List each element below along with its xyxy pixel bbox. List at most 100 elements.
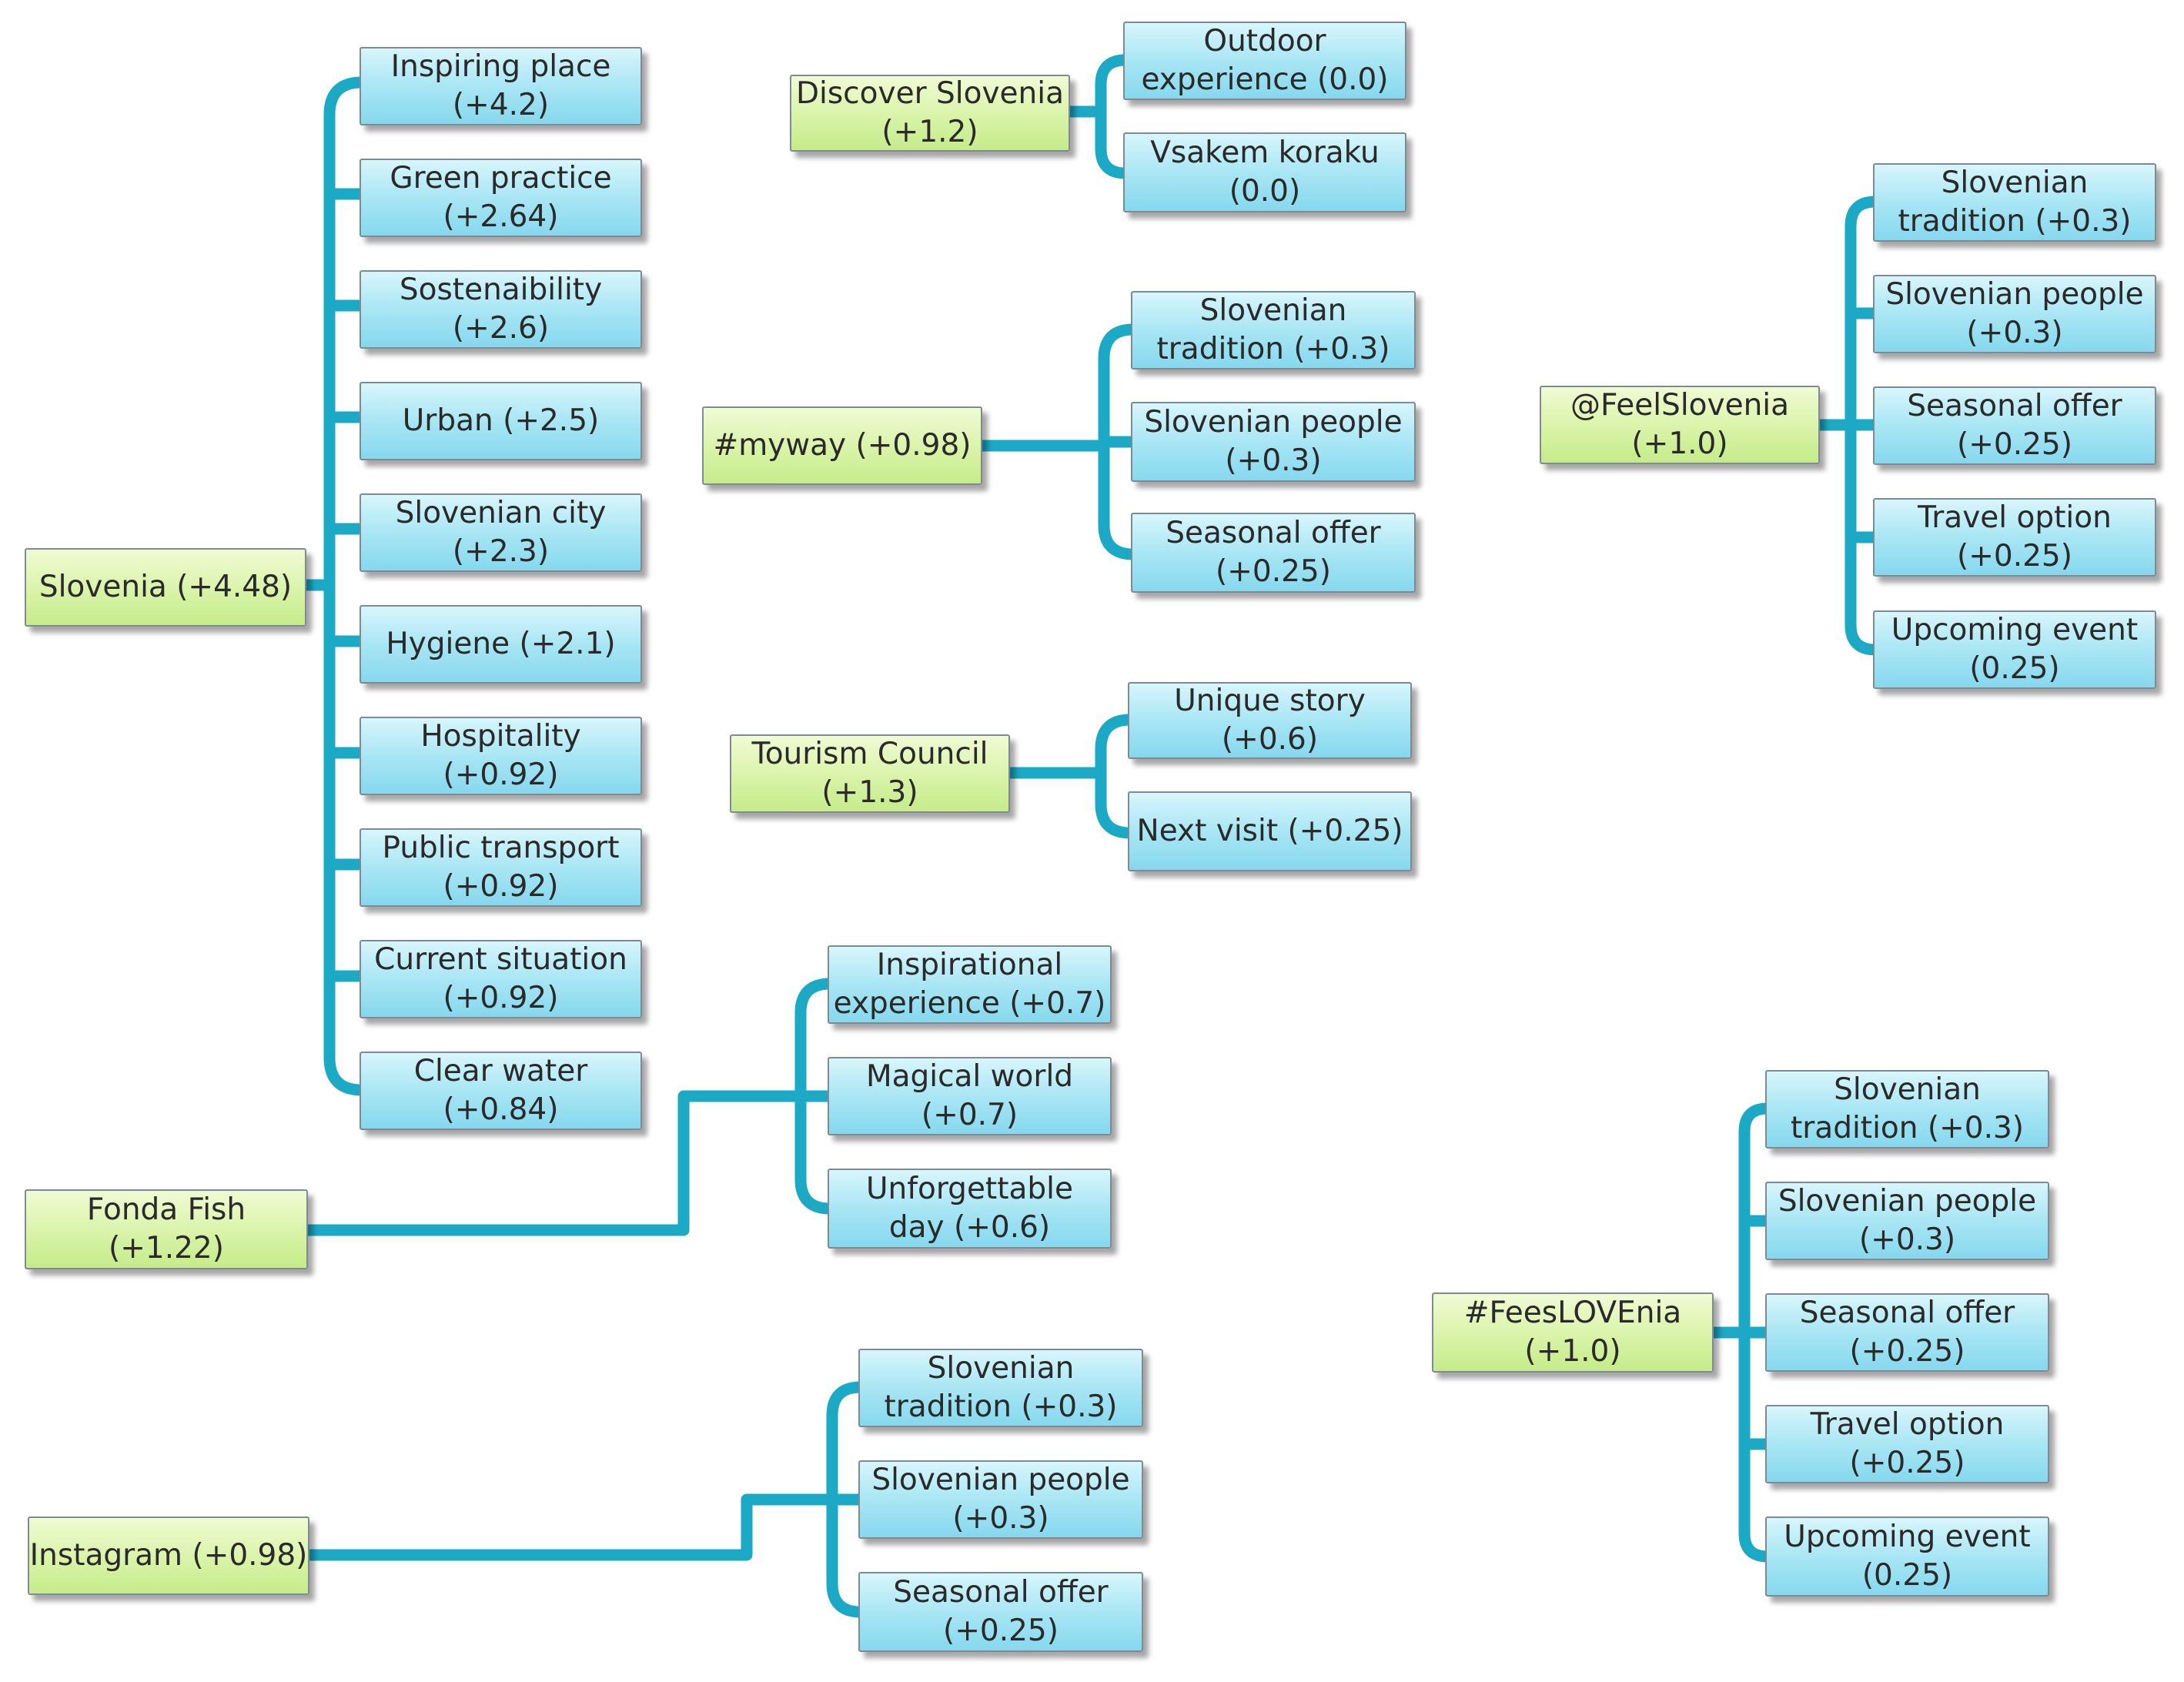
- node-score: tradition (+0.3): [1156, 332, 1390, 366]
- node-label: Unforgettable: [865, 1172, 1074, 1206]
- root-node-feelslovenia: @FeelSlovenia(+1.0): [1540, 386, 1820, 464]
- node-label: Slovenian city: [395, 496, 607, 530]
- node-score: (0.0): [1229, 174, 1301, 209]
- node-score: (+0.3): [1225, 443, 1322, 478]
- node-score: (+1.0): [1631, 426, 1728, 461]
- node-score: (+0.6): [1221, 722, 1319, 757]
- node-score: (+1.22): [109, 1231, 224, 1266]
- node-score: (+0.92): [443, 869, 559, 904]
- node-score: (+2.3): [452, 534, 550, 569]
- node-label: Green practice: [390, 161, 612, 196]
- node-score: (0.25): [1969, 651, 2060, 686]
- node-label: Discover Slovenia: [796, 76, 1064, 111]
- node-score: (+2.64): [443, 199, 559, 234]
- child-node-hygiene: Hygiene (+2.1): [360, 605, 642, 684]
- connectors-tourism-council: [1010, 714, 1131, 839]
- node-score: tradition (+0.3): [884, 1389, 1118, 1424]
- child-node-unique-story: Unique story(+0.6): [1128, 682, 1412, 759]
- child-node-slovenian-city: Slovenian city (+2.3): [360, 493, 642, 572]
- node-score: experience (0.0): [1141, 62, 1389, 97]
- node-label: Upcoming event: [1784, 1520, 2031, 1554]
- node-label: Slovenia (+4.48): [38, 570, 293, 604]
- node-score: (+0.25): [1849, 1446, 1965, 1480]
- child-node-green-practice: Green practice(+2.64): [360, 159, 642, 237]
- node-score: tradition (+0.3): [1898, 204, 2132, 239]
- node-score: (+0.3): [952, 1501, 1049, 1536]
- node-score: (+1.3): [821, 775, 918, 810]
- node-score: (+1.2): [881, 115, 978, 149]
- child-node-slovenian-people: Slovenian people (+0.3): [858, 1460, 1143, 1539]
- connector-spine: [323, 76, 363, 1096]
- connectors-feeslovenia: [1714, 1102, 1768, 1563]
- child-node-urban: Urban (+2.5): [360, 382, 642, 460]
- node-score: (+4.2): [452, 88, 550, 122]
- child-node-upcoming-event: Upcoming event(0.25): [1873, 610, 2156, 689]
- node-label: Seasonal offer: [1166, 516, 1381, 550]
- child-node-magical-world: Magical world(+0.7): [828, 1057, 1112, 1135]
- root-node-instagram: Instagram (+0.98): [28, 1516, 309, 1595]
- node-label: Slovenian people: [1885, 277, 2144, 312]
- child-node-slovenian-tradition: Slovenian tradition (+0.3): [1873, 163, 2156, 242]
- node-label: Slovenian people: [1144, 405, 1403, 440]
- node-score: (+0.84): [443, 1092, 559, 1127]
- node-label: Hospitality: [420, 719, 581, 754]
- connectors-slovenia: [306, 76, 363, 1096]
- node-score: experience (+0.7): [833, 986, 1106, 1021]
- node-label: Inspiring place: [390, 49, 611, 84]
- node-score: (+0.7): [921, 1098, 1018, 1132]
- node-label: #FeesLOVEnia: [1463, 1296, 1682, 1330]
- node-score: (0.25): [1861, 1558, 1953, 1593]
- connectors-instagram: [309, 1381, 861, 1618]
- node-score: (+0.25): [1216, 554, 1331, 589]
- node-label: Sostenaibility: [399, 273, 603, 307]
- root-node-fonda-fish: Fonda Fish (+1.22): [25, 1189, 308, 1269]
- node-label: Slovenian: [1834, 1072, 1981, 1107]
- root-node-tourism-council: Tourism Council (+1.3): [730, 734, 1010, 813]
- root-node-slovenia: Slovenia (+4.48): [25, 548, 306, 627]
- node-label: Slovenian: [1941, 166, 2089, 200]
- node-label: Outdoor: [1203, 24, 1326, 59]
- node-score: (+2.6): [452, 311, 550, 346]
- node-label: Slovenian people: [871, 1463, 1130, 1497]
- node-score: (+0.3): [1858, 1222, 1956, 1257]
- child-node-seasonal-offer: Seasonal offer (+0.25): [1873, 386, 2156, 465]
- node-label: Instagram (+0.98): [29, 1538, 308, 1573]
- node-label: Travel option: [1918, 500, 2112, 535]
- root-node-myway: #myway (+0.98): [702, 406, 982, 485]
- node-label: Hygiene (+2.1): [386, 627, 616, 661]
- child-node-clear-water: Clear water (+0.84): [360, 1052, 642, 1130]
- node-label: Travel option: [1810, 1407, 2005, 1442]
- node-label: Seasonal offer: [1907, 389, 2122, 423]
- node-score: (+0.25): [1957, 539, 2072, 573]
- node-label: @FeelSlovenia: [1570, 388, 1790, 423]
- child-node-next-visit: Next visit (+0.25): [1128, 791, 1412, 871]
- child-node-travel-option: Travel option (+0.25): [1873, 498, 2156, 577]
- child-node-seasonal-offer: Seasonal offer(+0.25): [858, 1572, 1143, 1652]
- node-label: Fonda Fish: [86, 1192, 246, 1227]
- child-node-slovenian-people: Slovenian people(+0.3): [1131, 402, 1416, 482]
- node-label: Clear water: [413, 1054, 588, 1088]
- node-score: (+0.92): [443, 981, 559, 1015]
- connectors-myway: [982, 323, 1134, 560]
- node-score: (+0.25): [1957, 427, 2072, 462]
- node-score: (+0.92): [443, 757, 559, 792]
- node-label: Public transport: [382, 831, 620, 865]
- child-node-public-transport: Public transport (+0.92): [360, 828, 642, 907]
- node-label: Tourism Council: [751, 737, 988, 771]
- node-label: #myway (+0.98): [713, 428, 972, 463]
- connector-spine: [1095, 714, 1131, 839]
- child-node-vsakem-koraku: Vsakem koraku(0.0): [1123, 132, 1406, 212]
- node-label: Next visit (+0.25): [1136, 814, 1403, 848]
- child-node-sostenaibility: Sostenaibility (+2.6): [360, 270, 642, 349]
- child-node-inspiring-place: Inspiring place (+4.2): [360, 47, 642, 125]
- node-label: Slovenian people: [1778, 1184, 2037, 1219]
- child-node-hospitality: Hospitality(+0.92): [360, 717, 642, 795]
- connectors-discover-slovenia: [1070, 54, 1126, 179]
